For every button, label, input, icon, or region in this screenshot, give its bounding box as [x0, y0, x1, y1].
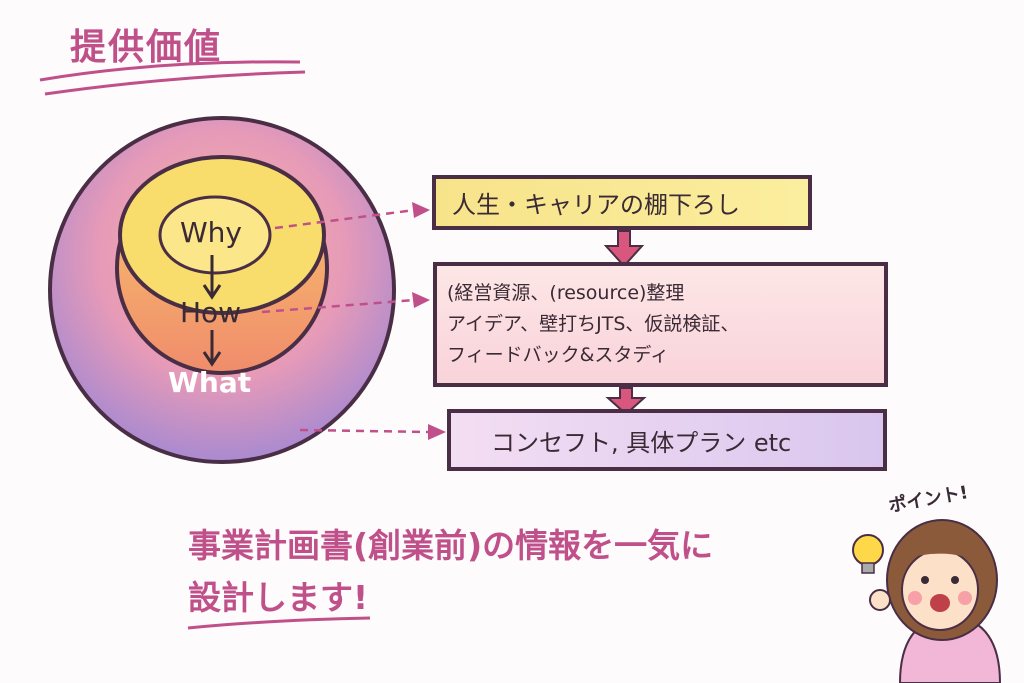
- how-connector: [261, 298, 416, 314]
- how-label: How: [180, 296, 242, 329]
- why-box-text: 人生・キャリアの棚下ろし: [452, 191, 740, 219]
- why-label: Why: [180, 216, 243, 249]
- message: 事業計画書(創業前)の情報を一気に 設計します!: [188, 520, 713, 624]
- title-underline: [39, 60, 306, 96]
- why-box: 人生・キャリアの棚下ろし: [432, 175, 812, 230]
- lightbulb-icon: [852, 534, 884, 566]
- message-line-2: 設計します!: [188, 578, 369, 617]
- what-box: コンセフト, 具体プラン etc: [447, 409, 887, 471]
- what-label: What: [168, 366, 252, 399]
- how-box-line: アイデア、壁打ちJTS、仮説検証、: [447, 313, 740, 335]
- why-how-arrow: [202, 255, 222, 300]
- why-circle: [158, 195, 272, 275]
- flow-arrows: [603, 230, 647, 416]
- message-line-1: 事業計画書(創業前)の情報を一気に: [188, 526, 714, 565]
- page-title: 提供価値: [70, 27, 223, 68]
- how-box-line: (経営資源、(resource)整理: [447, 282, 685, 304]
- what-connector: [299, 428, 431, 434]
- character-avatar: [852, 519, 1002, 683]
- how-what-arrow: [202, 330, 222, 367]
- how-box: (経営資源、(resource)整理 アイデア、壁打ちJTS、仮説検証、 フィー…: [433, 262, 888, 387]
- how-box-line: フィードバック&スタディ: [447, 344, 670, 366]
- what-box-text: コンセフト, 具体プラン etc: [491, 428, 792, 457]
- message-underline: [187, 616, 371, 630]
- why-connector: [274, 208, 416, 230]
